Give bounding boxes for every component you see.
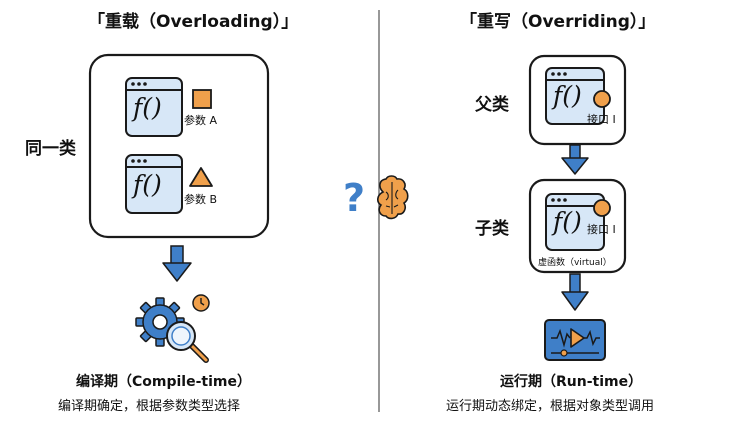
parent-function-symbol: f(): [553, 81, 582, 110]
param-b-label: 参数 B: [184, 193, 218, 206]
function-symbol-a: f(): [133, 93, 162, 122]
square-param-icon: [192, 89, 212, 109]
compile-time-desc: 编译期确定，根据参数类型选择: [58, 399, 241, 414]
triangle-param-icon: [189, 167, 213, 187]
parent-interface-label: 接口 I: [587, 113, 616, 126]
virtual-function-label: 虚函数（virtual）: [538, 258, 612, 268]
overloading-title: 「重载（Overloading）」: [88, 12, 299, 32]
child-function-symbol: f(): [553, 207, 582, 236]
parent-class-label: 父类: [475, 95, 509, 115]
overriding-title: 「重写（Overriding）」: [460, 12, 656, 32]
child-class-label: 子类: [475, 219, 509, 239]
question-brain-icon: [377, 175, 409, 220]
interface-circle-icon: [593, 199, 611, 217]
param-a-label: 参数 A: [184, 114, 218, 127]
arrow-down-icon: [561, 144, 589, 175]
same-class-label: 同一类: [25, 139, 76, 159]
function-window-a: [125, 77, 183, 137]
function-symbol-b: f(): [133, 170, 162, 199]
run-time-title: 运行期（Run-time）: [500, 374, 643, 390]
function-window-b: [125, 154, 183, 214]
runtime-player-icon: [544, 319, 606, 361]
child-interface-label: 接口 I: [587, 223, 616, 236]
arrow-down-icon: [162, 245, 192, 282]
compile-time-title: 编译期（Compile-time）: [76, 374, 251, 390]
run-time-desc: 运行期动态绑定，根据对象类型调用: [446, 399, 655, 414]
interface-circle-icon: [593, 90, 611, 108]
question-mark-icon: ?: [343, 176, 366, 220]
gear-magnifier-icon: [135, 294, 210, 363]
arrow-down-icon: [561, 273, 589, 311]
